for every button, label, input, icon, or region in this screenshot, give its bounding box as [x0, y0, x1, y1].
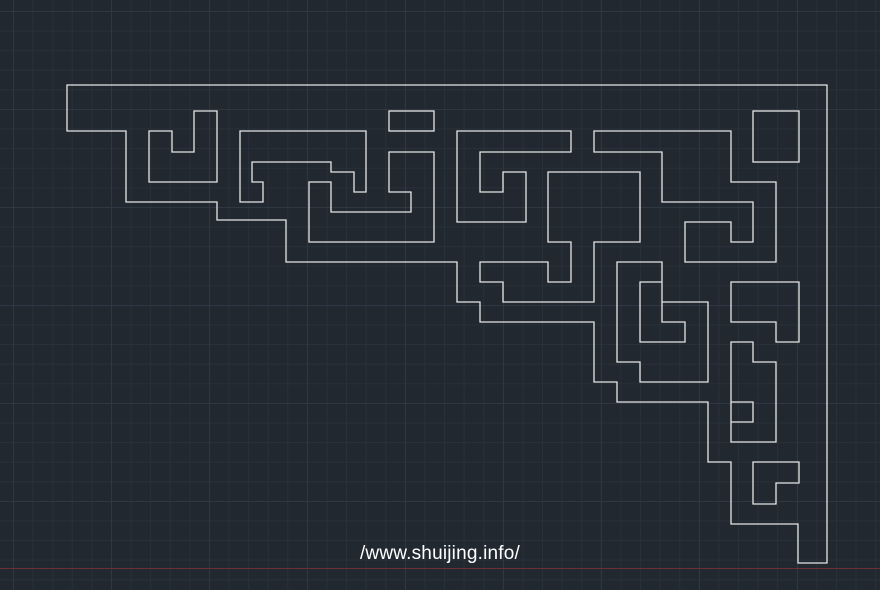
fret-motif [730, 281, 800, 343]
fret-motif [239, 130, 367, 203]
fret-motif [308, 151, 435, 243]
fret-block [388, 110, 435, 132]
fret-motif [616, 261, 709, 383]
fret-block [752, 110, 800, 163]
watermark-text: /www.shuijing.info/ [359, 543, 521, 564]
fret-motif [730, 341, 777, 443]
fret-motif [593, 130, 777, 263]
fret-motif [148, 110, 218, 183]
fret-motif [456, 130, 572, 223]
outer-outline [66, 84, 828, 564]
fret-motif [752, 461, 800, 505]
fret-motif [479, 171, 641, 303]
x-axis-line [0, 568, 880, 569]
